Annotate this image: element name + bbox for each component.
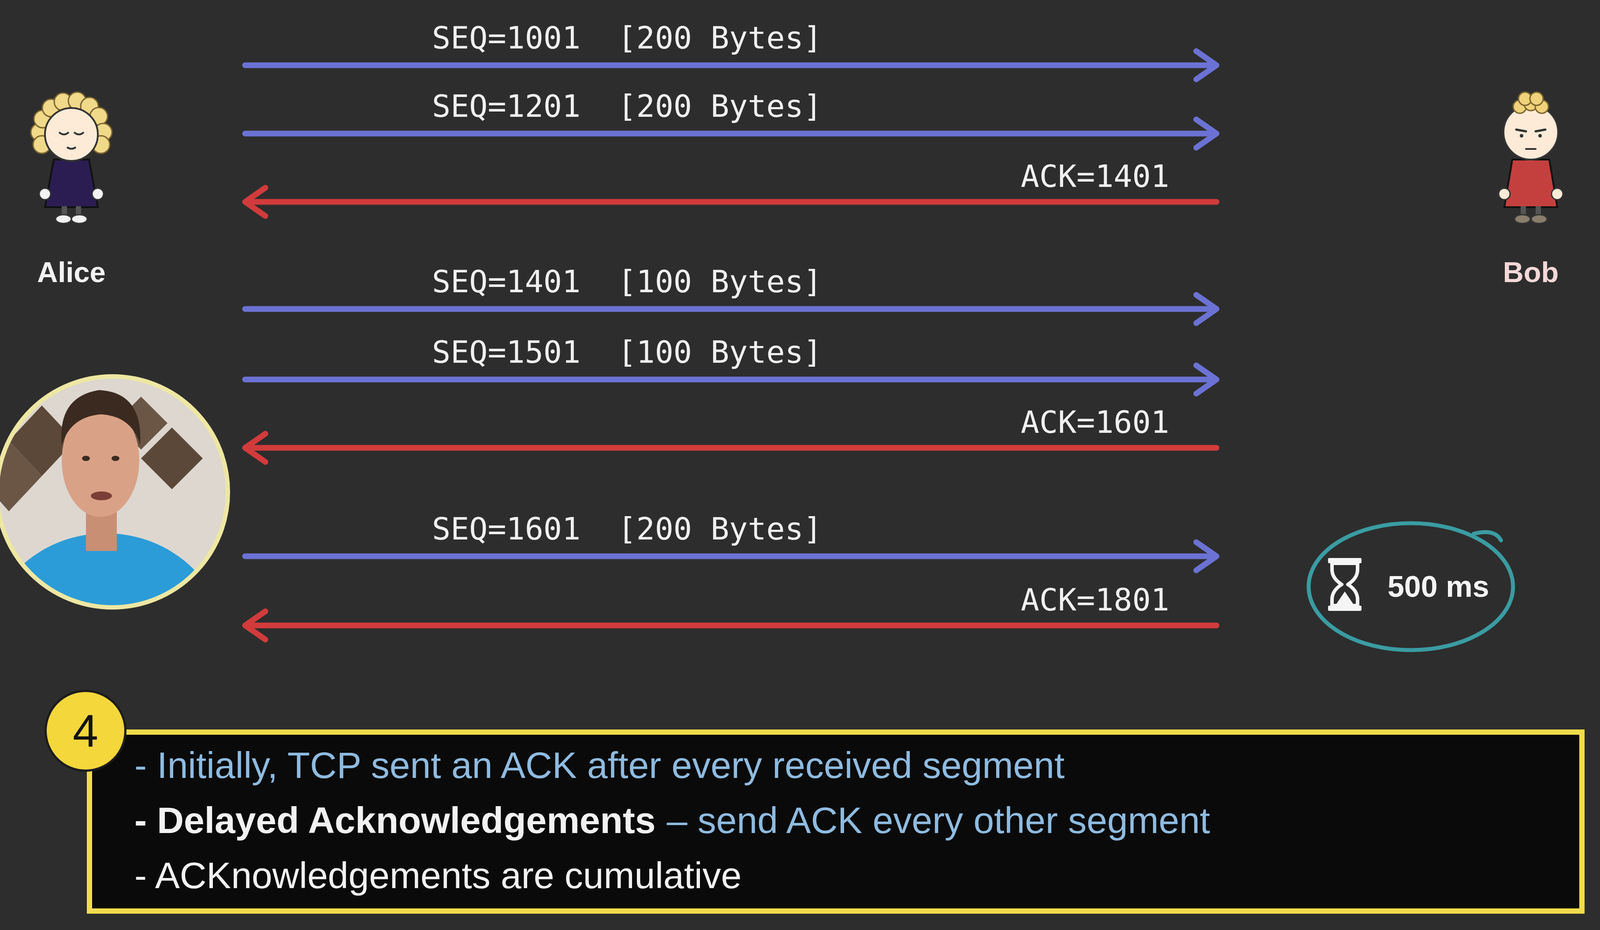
- ack-label: ACK=1801: [1020, 581, 1170, 619]
- seq-label: SEQ=1201 [200 Bytes]: [431, 87, 823, 125]
- alice-eye: [74, 132, 84, 135]
- bob-shoe: [1514, 214, 1531, 224]
- timer-ellipse: 500 ms: [1306, 520, 1516, 653]
- arrow-shaft: [245, 376, 1214, 383]
- arrow-shaft: [245, 553, 1214, 560]
- summary-text: - Delayed Acknowledgements: [134, 792, 656, 849]
- bob-hand: [1498, 188, 1511, 200]
- actor-column: Alice: [8, 79, 246, 662]
- bob-shirt: [1504, 159, 1558, 208]
- hourglass-glass: [1332, 563, 1358, 606]
- alice-shoe: [71, 214, 88, 224]
- arrow-head: [1196, 51, 1217, 80]
- bob-figure: [1498, 92, 1563, 224]
- arrow-shaft: [245, 62, 1214, 69]
- actor-name: Bob: [1503, 255, 1559, 290]
- mouth: [90, 491, 112, 501]
- summary-text: – send ACK every other segment: [666, 792, 1211, 849]
- summary-text: - Initially, TCP sent an ACK after every…: [134, 737, 1065, 793]
- arrow-head: [1196, 542, 1217, 571]
- alice-hand: [39, 188, 51, 200]
- alice-shoe: [55, 214, 72, 224]
- summary-text: - ACKnowledgements are cumulative: [134, 848, 742, 904]
- summary-panel: - Initially, TCP sent an ACK after every…: [86, 729, 1585, 914]
- hair-curl: [1529, 92, 1544, 106]
- summary-line: - Delayed Acknowledgements– send ACK eve…: [134, 792, 1567, 849]
- summary-line: - Initially, TCP sent an ACK after every…: [134, 737, 1567, 793]
- arrow-head: [1196, 119, 1217, 148]
- ack-label: ACK=1401: [1020, 157, 1170, 195]
- webcam-picture: [0, 370, 239, 754]
- hourglass-icon: [1328, 558, 1362, 611]
- timer-ring: [1308, 523, 1514, 651]
- arrow-head: [245, 187, 266, 216]
- eye: [81, 455, 90, 462]
- arrow-head: [1196, 294, 1217, 324]
- hourglass-sand: [1336, 591, 1354, 604]
- bob-mouth: [1525, 148, 1536, 150]
- alice-eye: [59, 132, 69, 135]
- alice-hand: [92, 188, 104, 200]
- bob-hair: [1513, 92, 1549, 114]
- alice-head: [44, 107, 98, 161]
- seq-label: SEQ=1001 [200 Bytes]: [431, 19, 823, 57]
- arrow-head: [245, 611, 266, 640]
- bob-brow: [1535, 129, 1546, 132]
- arrow-shaft: [248, 199, 1217, 205]
- webcam-border: [0, 376, 228, 608]
- alice-figure: [30, 92, 112, 224]
- wall-panel: [141, 427, 203, 490]
- seq-label: SEQ=1401 [100 Bytes]: [431, 263, 823, 301]
- bob-brow: [1516, 129, 1526, 132]
- arrow-head: [245, 433, 266, 462]
- summary-line: - ACKnowledgements are cumulative: [134, 848, 1567, 904]
- bob-eye: [1519, 133, 1524, 138]
- eye: [111, 455, 120, 462]
- seq-label: SEQ=1501 [100 Bytes]: [431, 333, 823, 371]
- arrow-shaft: [248, 445, 1217, 451]
- bob-eye: [1538, 133, 1542, 138]
- arrow-shaft: [245, 130, 1214, 137]
- seq-label: SEQ=1601 [200 Bytes]: [431, 510, 823, 548]
- callout-circle: 4: [44, 689, 127, 772]
- alice-dress: [44, 159, 98, 208]
- timer-text: 500 ms: [1387, 568, 1490, 605]
- bob-hand: [1551, 188, 1563, 200]
- alice-mouth: [66, 147, 76, 149]
- timer-ring-tail: [1473, 532, 1502, 541]
- bob-head: [1503, 104, 1559, 160]
- ack-label: ACK=1601: [1020, 403, 1170, 441]
- actor-name: Alice: [37, 255, 106, 290]
- arrow-shaft: [248, 622, 1217, 629]
- bob-shoe: [1531, 214, 1548, 224]
- arrow-head: [1196, 365, 1217, 394]
- hair: [61, 390, 141, 446]
- callout-number: 4: [72, 705, 99, 756]
- arrow-shaft: [245, 306, 1214, 313]
